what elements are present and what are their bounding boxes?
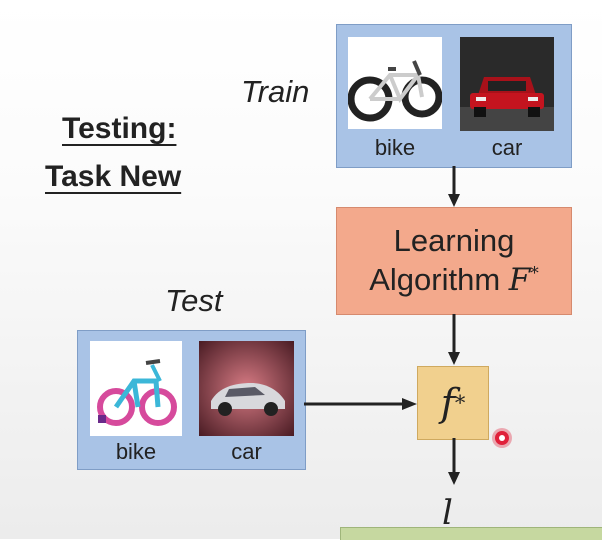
test-bike-caption: bike (115, 439, 157, 464)
f-symbol: f (440, 381, 455, 425)
test-label: Test (165, 283, 223, 318)
learning-box-line-2: Algorithm F* (369, 261, 539, 300)
arrow-train-to-learning (448, 166, 460, 207)
test-image-panel: bike car (77, 330, 306, 470)
learning-box-line-1: Learning (393, 223, 515, 259)
learning-box-symbol: F (508, 262, 531, 298)
train-car-caption: car (491, 135, 523, 160)
f-star-box: f* (417, 366, 489, 440)
cursor-pointer-icon (495, 431, 509, 445)
kids-bike-photo-icon (97, 359, 177, 426)
train-image-panel: bike car (336, 24, 572, 168)
learning-algorithm-box: Learning Algorithm F* (336, 207, 572, 315)
output-symbol: l (442, 493, 453, 533)
train-bike-caption: bike (374, 135, 416, 160)
arrow-f-to-output (448, 438, 460, 485)
train-car-photo (460, 37, 554, 131)
train-label: Train (241, 74, 310, 109)
learning-box-text: Algorithm (369, 262, 509, 297)
car-photo-icon-2 (199, 341, 294, 436)
arrow-learning-to-f (448, 314, 460, 365)
f-sup: * (454, 391, 466, 415)
test-car-photo (199, 341, 294, 436)
heading-line-2: Task New (45, 160, 182, 193)
arrow-test-to-f (304, 398, 417, 410)
car-photo-icon (460, 37, 554, 131)
train-bike-photo (348, 37, 442, 129)
test-car-caption: car (231, 439, 262, 464)
test-bike-photo (90, 341, 182, 436)
heading-line-1: Testing: (62, 112, 177, 145)
bike-photo-icon (348, 60, 442, 122)
learning-box-sup: * (530, 263, 539, 284)
bottom-result-box (340, 527, 602, 540)
